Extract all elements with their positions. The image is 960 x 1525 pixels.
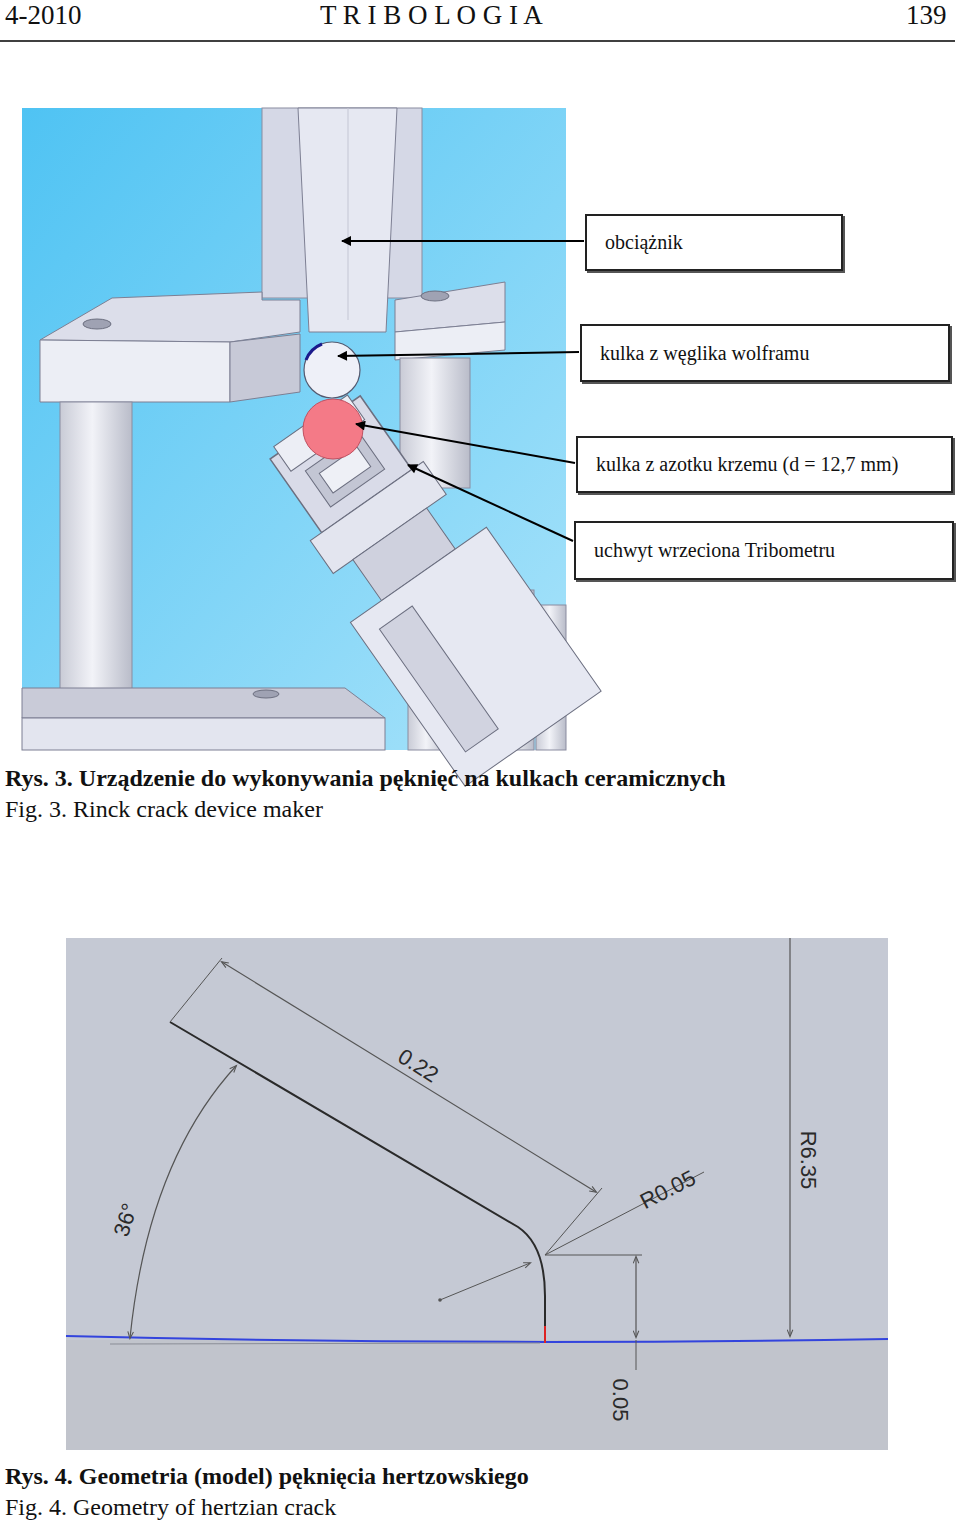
callout-text: uchwyt wrzeciona Tribometru xyxy=(594,539,835,562)
figure-caption: Rys. 3. Urządzenie do wykonywania pęknię… xyxy=(5,765,726,791)
dimension-label: 0.05 xyxy=(608,1379,632,1422)
callout-box: uchwyt wrzeciona Tribometru xyxy=(574,521,954,580)
callout-box: kulka z węglika wolframu xyxy=(580,324,950,382)
crack-geometry-drawing xyxy=(66,938,888,1450)
figure-caption: Rys. 4. Geometria (model) pęknięcia hert… xyxy=(5,1463,529,1489)
callout-text: kulka z azotku krzemu (d = 12,7 mm) xyxy=(596,453,898,476)
header-rule xyxy=(0,40,955,42)
dimension-label: R6.35 xyxy=(796,1131,820,1190)
callout-box: kulka z azotku krzemu (d = 12,7 mm) xyxy=(576,436,953,493)
device-illustration xyxy=(22,108,601,786)
dimension-label: 0.22 xyxy=(393,1044,442,1087)
page-number: 139 xyxy=(906,1,947,31)
journal-name: T R I B O L O G I A xyxy=(320,1,543,31)
callout-box: obciążnik xyxy=(585,214,843,271)
callout-leaders xyxy=(338,241,584,541)
angle-label: 36° xyxy=(109,1200,142,1239)
running-head: 4-2010 xyxy=(5,1,82,31)
callout-text: kulka z węglika wolframu xyxy=(600,342,809,365)
callout-text: obciążnik xyxy=(605,231,683,254)
figure-caption: Fig. 4. Geometry of hertzian crack xyxy=(5,1494,336,1520)
dimension-label: R0.05 xyxy=(636,1166,699,1214)
figure-caption: Fig. 3. Rinck crack device maker xyxy=(5,796,323,822)
